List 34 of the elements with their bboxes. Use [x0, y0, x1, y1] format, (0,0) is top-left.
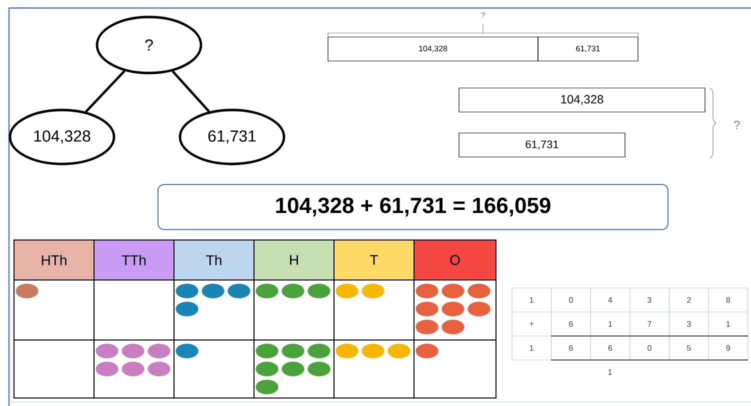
header-cell: O	[414, 240, 496, 280]
header-cell: Th	[174, 240, 254, 280]
table-cell: +	[530, 322, 534, 326]
connector-line	[84, 70, 126, 113]
bar-box: 104,328	[458, 88, 706, 112]
table-cell: 4	[608, 297, 612, 303]
table-cell: 8	[726, 297, 730, 303]
table-cell: 6	[569, 321, 573, 327]
carry-digit: 1	[608, 369, 612, 375]
connector-line	[172, 70, 210, 112]
table-cell: 9	[726, 345, 730, 351]
table-cell: 1	[608, 321, 612, 327]
bar-segment: 104,328	[328, 36, 538, 62]
question-mark: ?	[734, 120, 740, 130]
table-cell: 1	[530, 297, 534, 303]
table-cell: 6	[569, 345, 573, 351]
question-mark: ?	[481, 12, 485, 18]
equation-box: 104,328 + 61,731 = 166,059	[158, 184, 668, 230]
table-cell: 7	[648, 321, 652, 327]
table-cell: 6	[608, 345, 612, 351]
table-cell: 0	[648, 345, 652, 351]
table-cell: 3	[686, 321, 691, 327]
bar-segment: 61,731	[538, 36, 638, 62]
table-cell: 2	[687, 297, 691, 303]
table-cell: 5	[687, 345, 691, 351]
header-cell: T	[334, 240, 414, 280]
header-cell: H	[254, 240, 334, 280]
bar-box: 61,731	[458, 132, 626, 158]
header-cell: TTh	[94, 240, 174, 280]
table-cell: 1	[530, 345, 534, 351]
table-cell: 3	[648, 297, 652, 303]
header-cell: HTh	[14, 240, 94, 280]
table-cell: 1	[726, 321, 730, 327]
table-cell: 0	[569, 297, 573, 303]
